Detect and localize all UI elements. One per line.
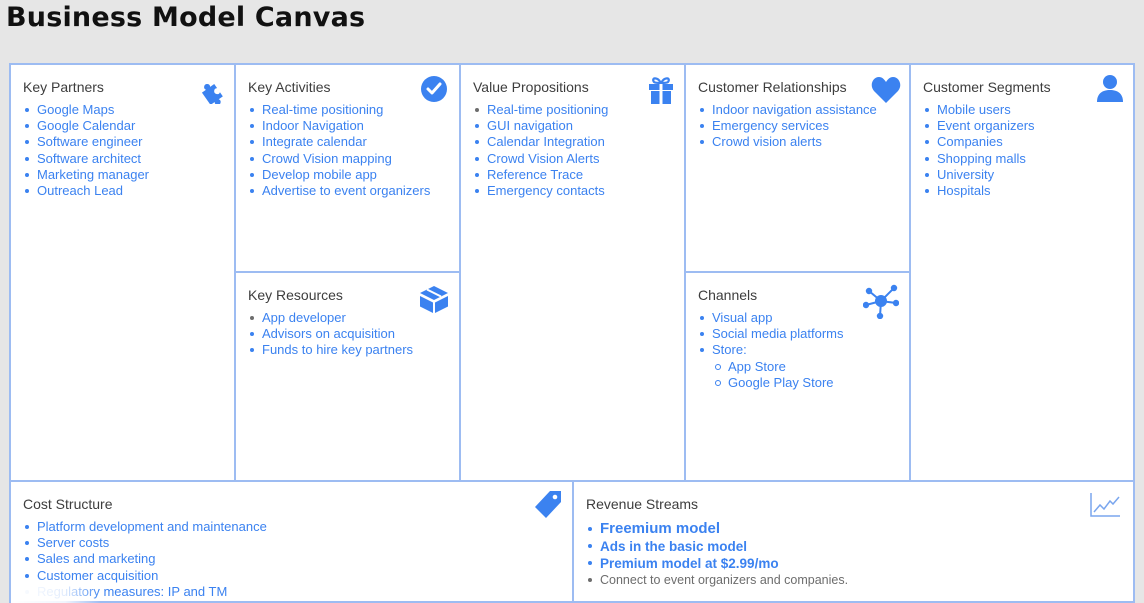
list-item: Hospitals [923, 183, 1129, 199]
gift-icon [649, 77, 673, 104]
list-item: Google Maps [23, 102, 230, 118]
list-item: App developer [248, 310, 455, 326]
list-item: Emergency services [698, 118, 905, 134]
list-item: Social media platforms [698, 326, 905, 342]
value-propositions-block: Value Propositions Real-time positioning… [461, 65, 686, 482]
list-item: Ads in the basic model [586, 538, 1129, 555]
list-item: Indoor Navigation [248, 118, 455, 134]
list-item: Real-time positioning [473, 102, 680, 118]
list-item: Crowd vision alerts [698, 134, 905, 150]
list-item: Mobile users [923, 102, 1129, 118]
list-item: Customer acquisition [23, 568, 568, 584]
heart-icon [871, 77, 901, 103]
list-item: Indoor navigation assistance [698, 102, 905, 118]
list-item: Funds to hire key partners [248, 342, 455, 358]
list-item: Connect to event organizers and companie… [586, 572, 1129, 588]
cost-structure-block: Cost Structure Platform development and … [11, 482, 574, 603]
key-partners-block: Key Partners Google Maps Google Calendar… [11, 65, 236, 482]
list-item: Reference Trace [473, 167, 680, 183]
revenue-streams-block: Revenue Streams Freemium model Ads in th… [574, 482, 1133, 603]
list-item: Visual app [698, 310, 905, 326]
list-item: Develop mobile app [248, 167, 455, 183]
list-subitem: App Store [698, 359, 905, 375]
page-title: Business Model Canvas [6, 2, 366, 33]
list-item: Software architect [23, 151, 230, 167]
channels-title: Channels [698, 287, 758, 303]
value-propositions-title: Value Propositions [473, 79, 589, 95]
list-item: Sales and marketing [23, 551, 568, 567]
list-item: University [923, 167, 1129, 183]
puzzle-icon [201, 83, 223, 104]
list-item: Integrate calendar [248, 134, 455, 150]
network-icon [863, 284, 899, 319]
key-activities-block: Key Activities Real-time positioning Ind… [236, 65, 461, 273]
list-item: Event organizers [923, 118, 1129, 134]
key-partners-title: Key Partners [23, 79, 104, 95]
list-item: Server costs [23, 535, 568, 551]
list-item: Advertise to event organizers [248, 183, 455, 199]
list-item: Crowd Vision Alerts [473, 151, 680, 167]
list-item: Companies [923, 134, 1129, 150]
list-item: Premium model at $2.99/mo [586, 555, 1129, 572]
list-item: Real-time positioning [248, 102, 455, 118]
line-chart-icon [1090, 493, 1120, 517]
box-icon [420, 286, 448, 313]
list-item: Store: [698, 342, 905, 358]
list-item: Freemium model [586, 519, 1129, 538]
customer-relationships-title: Customer Relationships [698, 79, 847, 95]
list-item: Emergency contacts [473, 183, 680, 199]
list-item: Shopping malls [923, 151, 1129, 167]
list-item: Advisors on acquisition [248, 326, 455, 342]
key-resources-title: Key Resources [248, 287, 343, 303]
list-subitem: Google Play Store [698, 375, 905, 391]
customer-segments-block: Customer Segments Mobile users Event org… [911, 65, 1133, 482]
person-icon [1097, 75, 1123, 102]
list-item: Crowd Vision mapping [248, 151, 455, 167]
list-item: Google Calendar [23, 118, 230, 134]
check-circle-icon [421, 76, 447, 102]
cost-structure-title: Cost Structure [23, 496, 113, 512]
list-item: Software engineer [23, 134, 230, 150]
customer-relationships-block: Customer Relationships Indoor navigation… [686, 65, 911, 273]
key-activities-title: Key Activities [248, 79, 331, 95]
list-item: Outreach Lead [23, 183, 230, 199]
customer-segments-title: Customer Segments [923, 79, 1051, 95]
key-resources-block: Key Resources App developer Advisors on … [236, 273, 461, 482]
list-item: Marketing manager [23, 167, 230, 183]
list-item: GUI navigation [473, 118, 680, 134]
revenue-streams-title: Revenue Streams [586, 496, 699, 512]
business-model-canvas: Key Partners Google Maps Google Calendar… [9, 63, 1135, 603]
channels-block: Channels Visual app Social media platfor… [686, 273, 911, 482]
list-item: Platform development and maintenance [23, 519, 568, 535]
list-item: Calendar Integration [473, 134, 680, 150]
tag-icon [535, 491, 561, 518]
